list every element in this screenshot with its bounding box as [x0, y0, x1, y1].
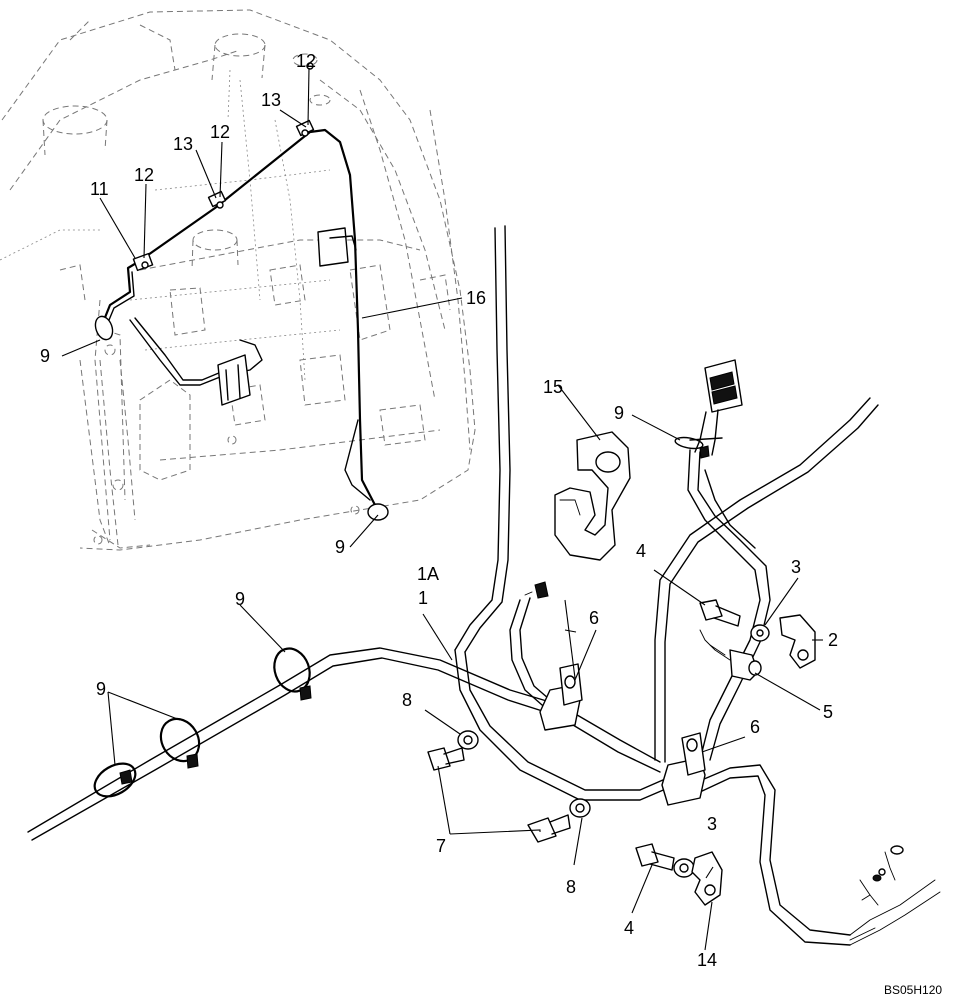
callout-6-lower: 6 — [750, 717, 760, 737]
callout-8-lower: 8 — [566, 877, 576, 897]
clamp-6 — [539, 663, 706, 806]
callout-9-cab-left: 9 — [40, 346, 50, 366]
callout-15: 15 — [543, 377, 563, 397]
clip-15 — [554, 431, 631, 561]
figure-code: BS05H120 — [884, 983, 942, 997]
callout-9-top-right: 9 — [614, 403, 624, 423]
cable-ties-9 — [93, 436, 710, 798]
callout-6-upper: 6 — [589, 608, 599, 628]
callout-1a: 1A — [417, 564, 439, 584]
callout-2: 2 — [828, 630, 838, 650]
callout-12-middle: 12 — [210, 122, 230, 142]
callout-14: 14 — [697, 950, 717, 970]
main-harness-1 — [27, 225, 941, 946]
callout-13-left: 13 — [173, 134, 193, 154]
callout-11: 11 — [90, 179, 109, 199]
callout-12-left: 12 — [134, 165, 154, 185]
callout-7: 7 — [436, 836, 446, 856]
callout-3-lower: 3 — [707, 814, 717, 834]
callout-9-cab-bottom: 9 — [335, 537, 345, 557]
callout-9-left: 9 — [96, 679, 106, 699]
callout-12-right: 12 — [296, 51, 316, 71]
callout-16: 16 — [466, 288, 486, 308]
callout-9-middle: 9 — [235, 589, 245, 609]
leader-lines — [61, 67, 823, 951]
callout-1: 1 — [418, 588, 428, 608]
callout-8-upper: 8 — [402, 690, 412, 710]
callout-13-right: 13 — [261, 90, 281, 110]
multi-pin-connector — [689, 359, 743, 456]
callout-5: 5 — [823, 702, 833, 722]
callout-3-upper: 3 — [791, 557, 801, 577]
callout-4-lower: 4 — [624, 918, 634, 938]
cab-harness-16 — [94, 62, 389, 521]
fasteners — [427, 581, 816, 906]
callout-labels: 1A 1 2 3 3 4 4 5 6 6 7 8 8 9 9 9 9 9 11 … — [40, 51, 942, 997]
cab-frame-phantom — [0, 9, 476, 551]
callout-4-upper: 4 — [636, 541, 646, 561]
